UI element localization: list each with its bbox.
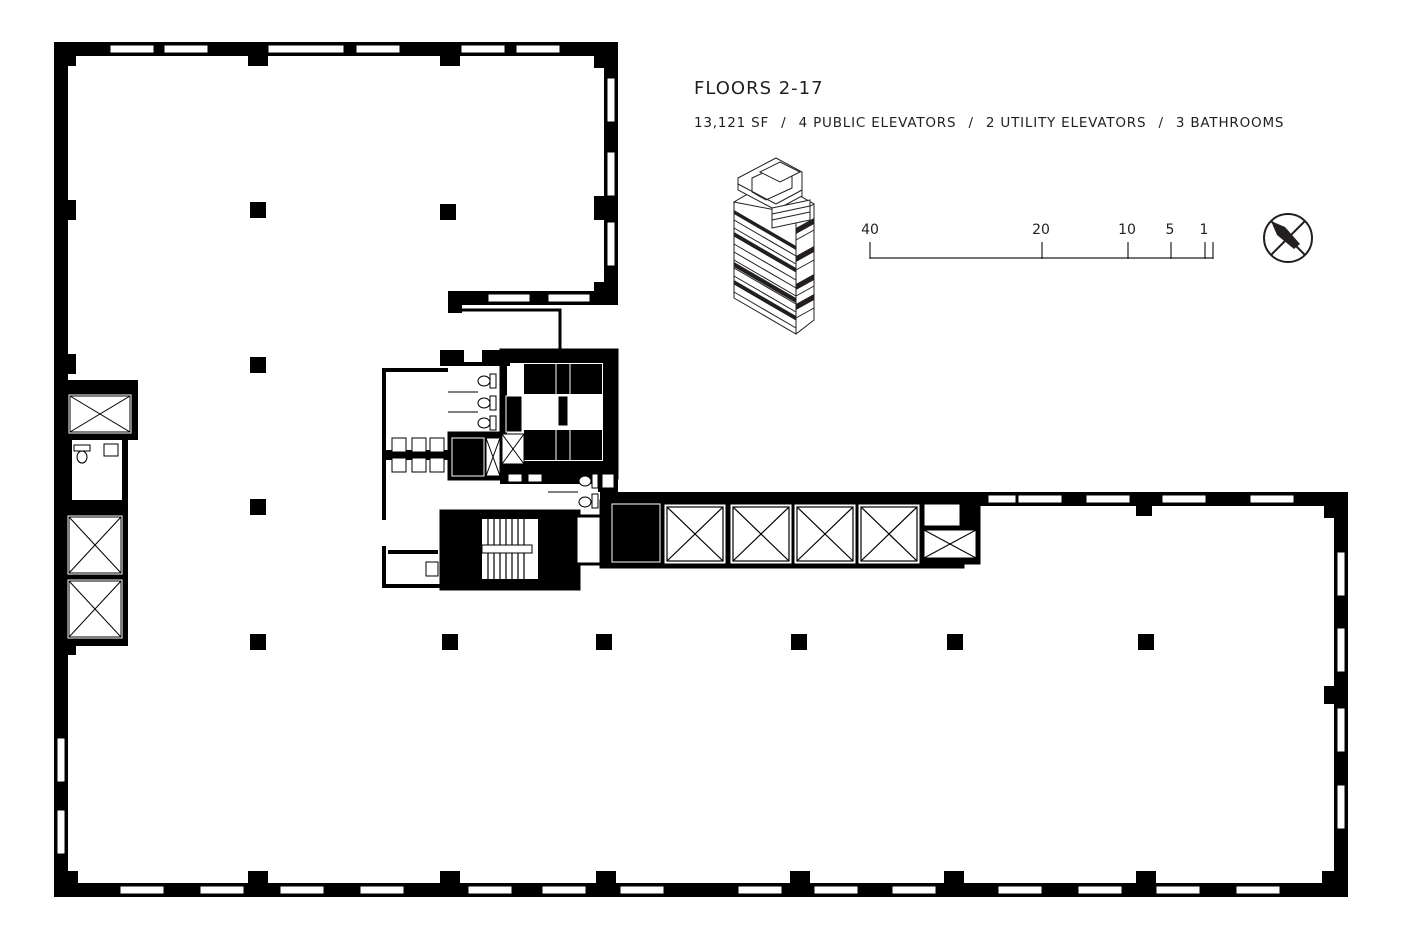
- scale-label-20: 20: [1032, 222, 1050, 238]
- area-stat: 13,121 SF: [694, 115, 770, 131]
- floor-title: FLOORS 2-17: [694, 78, 824, 99]
- elevator-bank: [599, 499, 981, 569]
- utility-elevators-stat: 2 UTILITY ELEVATORS: [985, 115, 1147, 131]
- public-elevators-stat: 4 PUBLIC ELEVATORS: [798, 115, 957, 131]
- windows: [56, 44, 1346, 895]
- central-core: [382, 308, 619, 591]
- scale-label-5: 5: [1165, 222, 1175, 238]
- floor-stats: 13,121 SF / 4 PUBLIC ELEVATORS / 2 UTILI…: [694, 115, 1284, 131]
- stat-separator: /: [781, 115, 787, 131]
- stat-separator: /: [1158, 115, 1164, 131]
- pilasters: [66, 54, 1334, 883]
- north-arrow-icon: [1263, 213, 1313, 263]
- scale-bar: [869, 242, 1214, 259]
- bathrooms-stat: 3 BATHROOMS: [1175, 115, 1285, 131]
- scale-label-10: 10: [1118, 222, 1136, 238]
- scale-label-40: 40: [861, 222, 879, 238]
- stat-separator: /: [968, 115, 974, 131]
- exterior-walls: [54, 42, 1348, 897]
- scale-label-1: 1: [1199, 222, 1209, 238]
- isometric-building-icon: [732, 157, 816, 335]
- columns: [250, 202, 1154, 650]
- west-core: [62, 380, 138, 646]
